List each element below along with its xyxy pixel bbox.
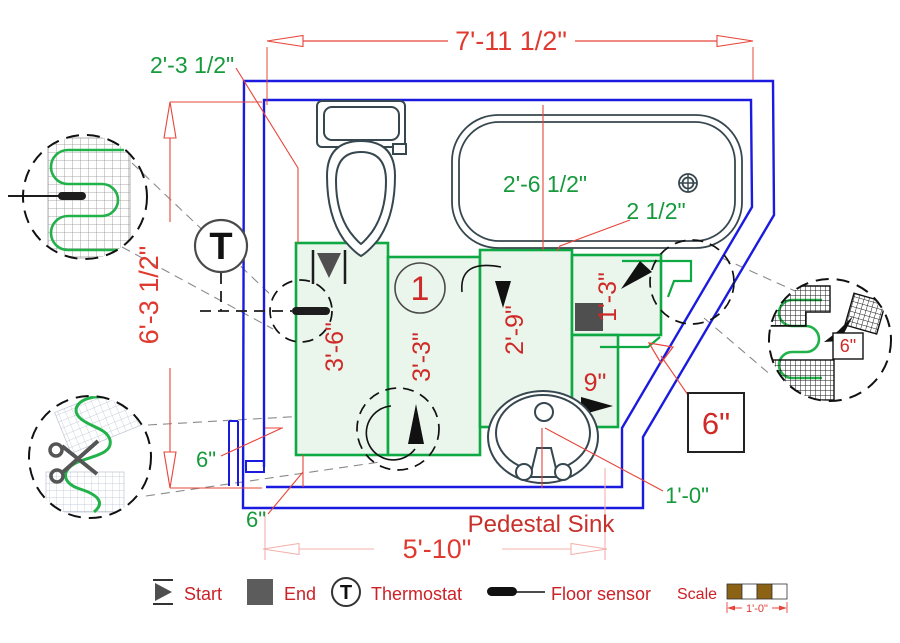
legend-start-label: Start	[184, 584, 222, 604]
label-sink-offset: 1'-0"	[665, 483, 709, 508]
label-tub-gap: 2 1/2"	[626, 198, 685, 224]
spacing-label-box: 6"	[832, 332, 864, 360]
flow-arrows	[365, 261, 652, 461]
door-jamb	[228, 420, 265, 486]
floor-sensor-tip	[292, 307, 330, 315]
room-outline	[228, 79, 776, 510]
dimension-left: 6'-3 1/2"	[134, 101, 262, 489]
thermostat: T	[193, 218, 249, 274]
scale-bar	[726, 583, 788, 600]
legend-start-icon	[153, 579, 173, 605]
plan-circle-turn	[356, 387, 440, 471]
sink-handle-left	[515, 463, 533, 481]
legend-floor-sensor-label: Floor sensor	[551, 584, 651, 604]
toilet-tank-lid	[323, 106, 400, 141]
label-mat4: 1'-3"	[594, 272, 622, 322]
arrow-up-detail	[408, 404, 424, 444]
sensor-tip-detail	[58, 192, 86, 200]
cable-corner-hook	[622, 259, 693, 298]
toilet	[316, 100, 407, 258]
label-wall-gap-upper: 6"	[196, 447, 216, 472]
heating-mat-1	[294, 241, 390, 457]
arrow-down-zone3	[495, 281, 511, 308]
annotation-leaders	[220, 67, 689, 515]
scale-unit-label: 1'-0"	[746, 603, 768, 615]
scissors-icon	[48, 439, 100, 484]
bathtub-inner	[458, 121, 736, 242]
dimension-bottom: 5'-10"	[262, 468, 608, 564]
wall-outer	[241, 79, 776, 510]
dim-top-label: 7'-11 1/2"	[455, 26, 567, 56]
plan-circle-sensor	[269, 279, 333, 343]
cable-end-pointer	[647, 342, 675, 365]
dim-left-label: 6'-3 1/2"	[134, 246, 164, 345]
legend-thermostat-label: Thermostat	[371, 584, 462, 604]
label-mat5: 9"	[584, 369, 607, 397]
toilet-flush-handle	[392, 143, 407, 155]
detail-circle-cutting	[28, 395, 152, 519]
zone-number-label: 1	[411, 270, 430, 308]
bathtub-drain	[678, 173, 698, 193]
bathtub	[451, 114, 743, 249]
corner-spacing-box: 6"	[687, 392, 745, 453]
detail-circle-sensor	[8, 134, 148, 260]
label-tub-width: 2'-6 1/2"	[503, 171, 587, 197]
legend-end-label: End	[284, 584, 316, 604]
label-mat1: 3'-6"	[321, 322, 349, 372]
legend-floor-sensor-icon	[487, 587, 545, 596]
arrow-zone4	[621, 261, 652, 289]
label-wall-gap-lower: 6"	[246, 507, 266, 532]
thermostat-symbol: T	[209, 226, 232, 268]
label-mat3: 2'-9"	[501, 305, 529, 355]
legend-end-icon	[247, 579, 273, 605]
scale-dimension: 1'-0"	[726, 602, 788, 615]
legend: Start End T Thermostat Floor sensor Scal…	[153, 577, 788, 615]
cable-corner-exit	[600, 336, 661, 349]
sink-faucet	[534, 402, 554, 422]
detail-circle-spacing: 6"	[768, 278, 892, 402]
end-marker	[575, 303, 603, 331]
sink-handle-right	[554, 463, 572, 481]
scale-label: Scale	[677, 586, 717, 603]
pedestal-sink	[487, 390, 599, 484]
label-mat2: 3'-3"	[408, 332, 436, 382]
plan-circle-corner	[649, 239, 735, 325]
wall-inner	[262, 98, 754, 489]
spacing-label: 6"	[840, 336, 856, 356]
corner-spacing-label: 6"	[702, 406, 730, 441]
svg-text:T: T	[340, 582, 352, 604]
dimension-top: 7'-11 1/2"	[266, 26, 754, 105]
pedestal-sink-label: Pedestal Sink	[468, 511, 616, 538]
start-marker	[311, 250, 347, 284]
plan-detail-circles	[269, 239, 735, 471]
dim-bottom-label: 5'-10"	[403, 534, 472, 564]
legend-thermostat-icon: T	[331, 577, 361, 607]
toilet-bowl-inner	[334, 150, 388, 246]
label-toilet-offset: 2'-3 1/2"	[150, 52, 234, 78]
zone-number: 1	[394, 262, 446, 314]
cable-routing	[600, 259, 693, 349]
floor-sensor-line	[200, 273, 330, 315]
